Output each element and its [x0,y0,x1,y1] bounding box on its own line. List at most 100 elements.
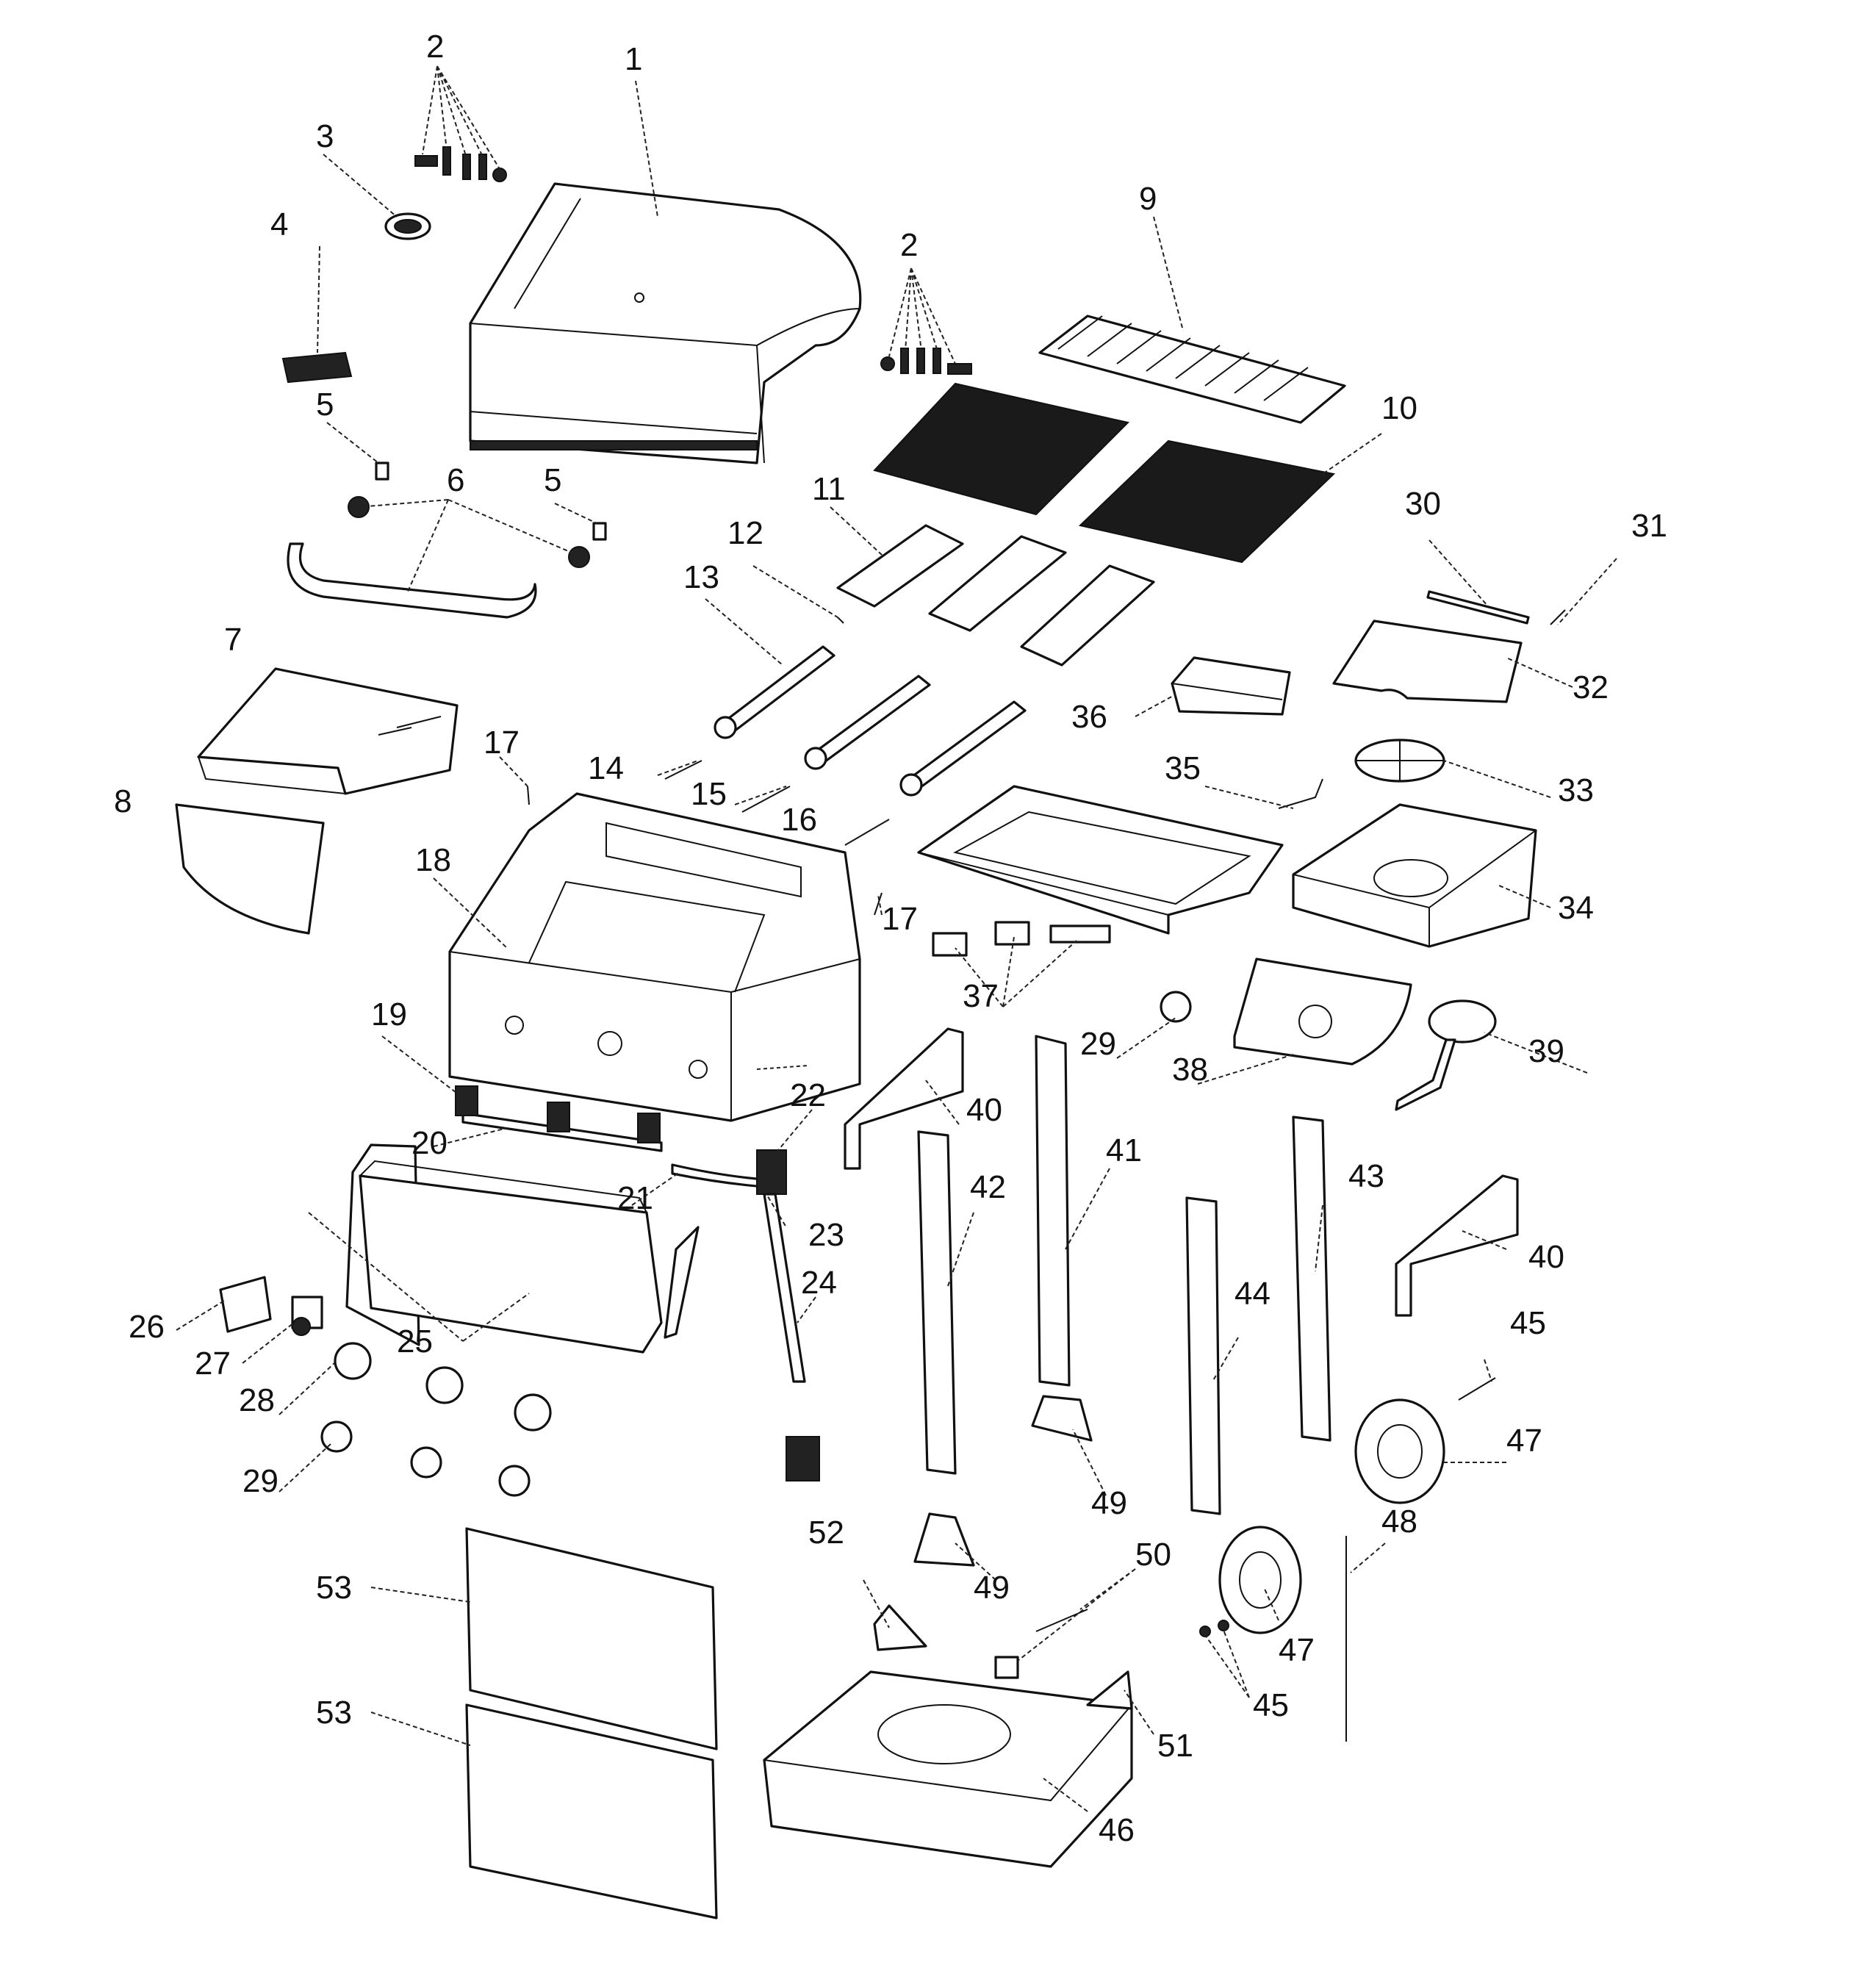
label-17-side: 17 [882,901,918,937]
label-1: 1 [625,41,642,77]
part-heat-tent-1 [836,524,964,608]
label-50: 50 [1135,1537,1171,1573]
label-27: 27 [195,1346,231,1382]
part-rod-clip [1550,609,1566,625]
label-49-lower: 49 [974,1570,1010,1606]
label-11: 11 [812,471,846,507]
part-handle-bracket-left [375,461,389,481]
label-49-upper: 49 [1091,1485,1127,1521]
part-knob-2 [410,1446,442,1479]
part-hardware-set-left [414,146,507,182]
label-19: 19 [371,996,407,1032]
label-24: 24 [801,1265,837,1301]
part-shelf-skirt [175,803,325,935]
label-34: 34 [1558,890,1594,926]
label-33: 33 [1558,772,1594,808]
part-firebox [448,792,861,1122]
part-knob-3 [498,1465,531,1497]
label-52: 52 [808,1515,844,1551]
label-23: 23 [808,1217,844,1253]
part-ignitor [291,1296,323,1336]
part-regulator [756,1149,820,1481]
part-frame-bracket-right [1395,1174,1519,1317]
label-3: 3 [316,118,334,154]
part-leg-44 [1185,1196,1221,1515]
label-47-right: 47 [1506,1423,1542,1459]
label-44: 44 [1235,1276,1271,1312]
label-32: 32 [1573,669,1609,705]
label-5-left: 5 [316,387,334,423]
label-15: 15 [691,776,727,812]
part-side-burner-grate [1354,739,1445,783]
part-knob-1 [320,1421,353,1453]
label-45-lower: 45 [1253,1687,1289,1723]
part-lid [469,182,862,464]
label-4: 4 [270,206,288,243]
part-axle-hardware-upper [1458,1377,1496,1401]
part-leg-41 [1035,1035,1071,1387]
part-control-panel [345,1143,700,1354]
label-20: 20 [412,1125,448,1161]
part-burner-3 [899,700,1027,797]
label-47-left: 47 [1279,1632,1315,1668]
label-18: 18 [415,842,451,878]
part-door-upper [465,1527,718,1750]
part-side-burner-pan [1292,803,1537,948]
label-31: 31 [1631,508,1667,544]
label-53-upper: 53 [316,1570,352,1606]
part-panel-clip [219,1276,272,1333]
label-37: 37 [963,978,999,1014]
part-screw-17-side [874,892,883,916]
part-burner-2 [804,675,931,770]
label-41: 41 [1106,1132,1142,1168]
label-48: 48 [1381,1504,1417,1540]
label-16: 16 [781,802,817,838]
part-cooking-grate-left [873,382,1129,516]
part-door-lower [465,1703,718,1919]
label-6: 6 [447,462,464,498]
label-14: 14 [588,750,624,786]
label-38: 38 [1172,1052,1208,1088]
label-51: 51 [1157,1728,1193,1764]
part-drip-tray [917,785,1284,957]
label-25: 25 [397,1323,433,1360]
label-29-side: 29 [1080,1026,1116,1062]
part-side-burner-lid [1332,619,1523,703]
part-knob-side [1160,991,1192,1023]
label-40-left: 40 [966,1092,1002,1128]
label-8: 8 [114,783,132,819]
part-wheel-right [1354,1398,1445,1504]
part-handle-bracket-right [592,522,607,541]
part-thermometer [384,212,431,240]
label-35: 35 [1165,750,1201,786]
part-electrode-1 [664,760,702,780]
label-13: 13 [683,559,719,595]
part-leg-cap-upper [1031,1395,1093,1442]
label-43: 43 [1348,1158,1384,1194]
label-46: 46 [1099,1812,1135,1848]
part-frame-bracket-left [844,1027,964,1170]
part-logo-plate [281,351,353,384]
label-21: 21 [617,1180,653,1216]
part-labels: 1 2 3 2 4 9 5 10 6 5 11 30 31 12 13 7 32… [114,29,1667,1848]
part-side-shelf [197,667,459,795]
label-5-right: 5 [544,462,561,498]
part-screw-12 [837,617,844,624]
part-axle-hardware-lower [1199,1620,1229,1637]
label-53-lower: 53 [316,1695,352,1731]
label-26: 26 [129,1309,165,1345]
part-leg-43 [1292,1116,1331,1442]
part-gusset-52 [873,1604,927,1651]
part-heat-tent-2 [928,535,1067,632]
part-leg-42 [917,1130,957,1475]
leader-lines [176,65,1617,1812]
part-screw-17-top [527,786,530,805]
label-30: 30 [1405,486,1441,522]
part-leg-cap-lower [913,1512,975,1567]
part-heat-tent-3 [1020,564,1155,667]
part-burner-1 [714,645,835,739]
label-2-right: 2 [900,227,918,263]
label-45-upper: 45 [1510,1305,1546,1341]
label-7: 7 [224,622,242,658]
